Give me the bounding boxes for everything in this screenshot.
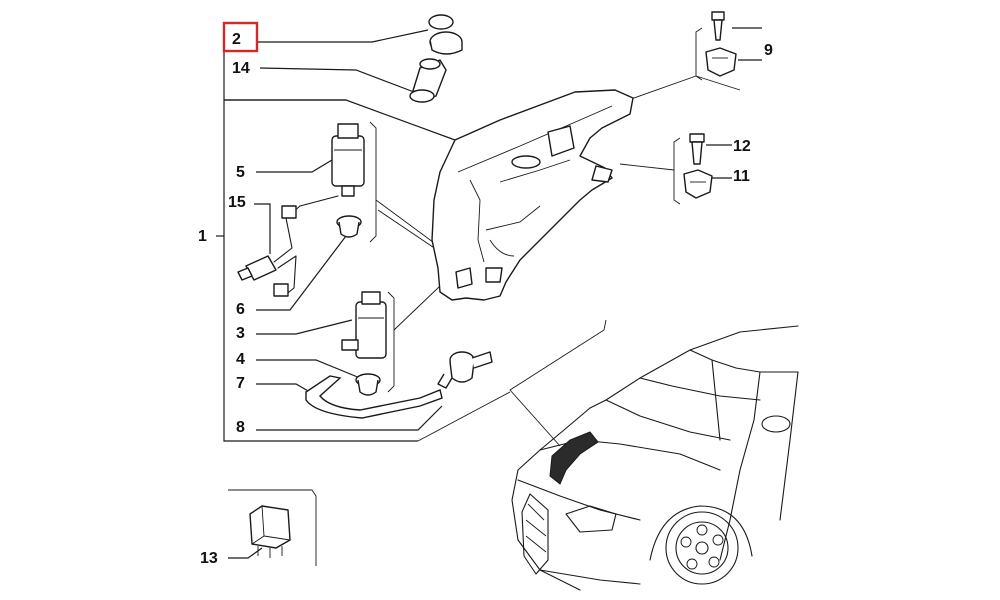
callout-8[interactable]: 8: [236, 419, 245, 436]
callout-7[interactable]: 7: [236, 375, 245, 392]
screw-part-12[interactable]: [689, 133, 705, 165]
callout-3[interactable]: 3: [236, 325, 245, 342]
highlight-box: [222, 21, 259, 53]
grommet-part-6[interactable]: [336, 215, 362, 238]
relay-part-13[interactable]: [249, 505, 291, 558]
callout-14[interactable]: 14: [232, 60, 250, 77]
grommet-part-4[interactable]: [355, 373, 381, 396]
callout-2[interactable]: 2: [232, 31, 241, 48]
callout-1[interactable]: 1: [198, 228, 207, 245]
connector-part-8[interactable]: [437, 351, 493, 389]
leader-lines: [216, 27, 762, 566]
callout-9[interactable]: 9: [764, 42, 773, 59]
cap-part-2[interactable]: [428, 14, 463, 55]
screw-part-9[interactable]: [711, 11, 725, 41]
car-illustration: [511, 325, 799, 591]
callout-13[interactable]: 13: [200, 550, 218, 567]
washer-tank[interactable]: [431, 89, 634, 301]
pump-part-3[interactable]: [341, 291, 387, 359]
pump-part-5[interactable]: [331, 123, 365, 197]
filler-neck-part-14[interactable]: [409, 58, 447, 103]
callout-4[interactable]: 4: [236, 351, 245, 368]
callout-6[interactable]: 6: [236, 301, 245, 318]
hose-part-7[interactable]: [305, 375, 443, 419]
callout-15[interactable]: 15: [228, 194, 246, 211]
callout-11[interactable]: 11: [733, 168, 750, 185]
clip-part-11[interactable]: [683, 169, 713, 199]
clip-part-9[interactable]: [705, 47, 737, 77]
wire-connector-part-15[interactable]: [237, 195, 339, 297]
hood-location-highlight: [549, 431, 599, 485]
callout-5[interactable]: 5: [236, 164, 245, 181]
callout-12[interactable]: 12: [733, 138, 751, 155]
